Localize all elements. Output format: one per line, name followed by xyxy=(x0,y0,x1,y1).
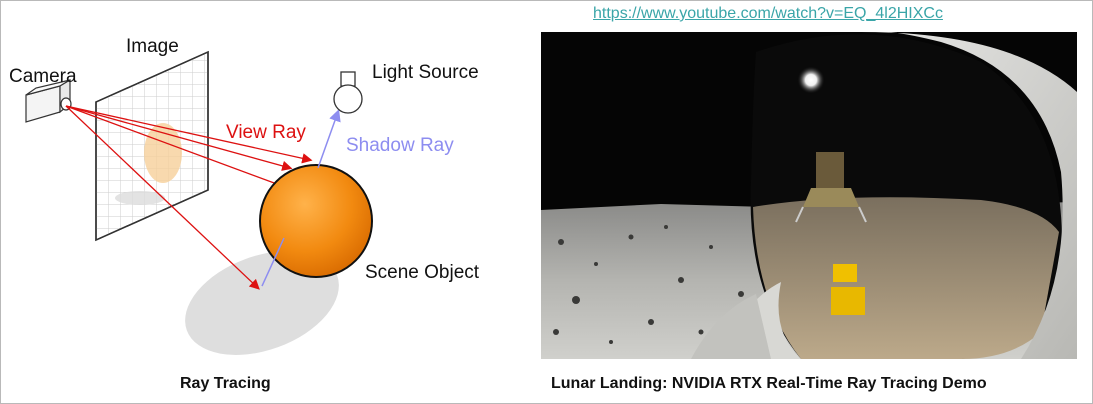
light-bulb-icon xyxy=(333,71,363,114)
view-rays xyxy=(65,105,313,290)
camera-icon xyxy=(25,78,72,123)
image-plane xyxy=(95,50,209,242)
scene-object-label: Scene Object xyxy=(365,262,480,283)
ray-tracing-diagram: Image Camera Light Source View Ray Shado… xyxy=(9,36,480,355)
light-source-label: Light Source xyxy=(372,62,479,83)
left-caption: Ray Tracing xyxy=(180,375,271,392)
camera-label: Camera xyxy=(9,66,77,87)
lunar-landing-image xyxy=(541,32,1077,359)
shadow-rays xyxy=(261,109,341,287)
video-link[interactable]: https://www.youtube.com/watch?v=EQ_4l2HI… xyxy=(593,5,943,22)
image-label: Image xyxy=(126,36,179,57)
scene-sphere xyxy=(259,164,373,278)
shadow-ray-label: Shadow Ray xyxy=(346,135,454,156)
shadow-ellipse xyxy=(185,251,339,355)
right-caption: Lunar Landing: NVIDIA RTX Real-Time Ray … xyxy=(551,375,987,392)
view-ray-label: View Ray xyxy=(226,122,306,143)
